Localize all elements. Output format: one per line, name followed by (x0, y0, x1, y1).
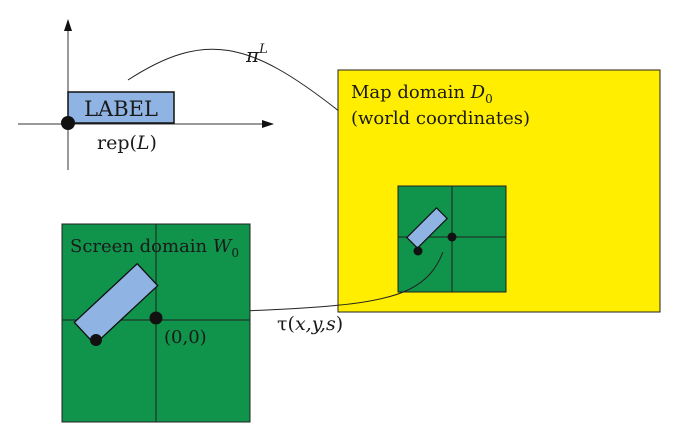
origin-label: (0,0) (164, 327, 207, 348)
screen-origin-point (149, 311, 163, 325)
screen-label (73, 262, 159, 346)
map-window (397, 185, 507, 293)
screen-rep-point (90, 334, 102, 346)
map-window-origin-point (447, 232, 457, 242)
tau-label: τ(x,y,s) (277, 313, 343, 335)
label-box (67, 91, 175, 124)
map-domain: Map domain D0 (world coordinates) (337, 69, 661, 313)
screen-domain: Screen domain W0 (0,0) (61, 223, 251, 423)
rep-label: rep(L) (97, 132, 157, 154)
label-coordinate-system: LABEL rep(L) (18, 19, 274, 170)
rep-point (61, 116, 75, 130)
map-window-label (405, 206, 449, 250)
pi-label: πL (245, 42, 268, 67)
label-box-text: LABEL (84, 97, 158, 121)
screen-domain-title: Screen domain W0 (70, 236, 239, 260)
map-domain-title: Map domain D0 (351, 82, 493, 106)
map-domain-subtitle: (world coordinates) (351, 108, 530, 129)
map-window-rep-point (413, 246, 423, 256)
